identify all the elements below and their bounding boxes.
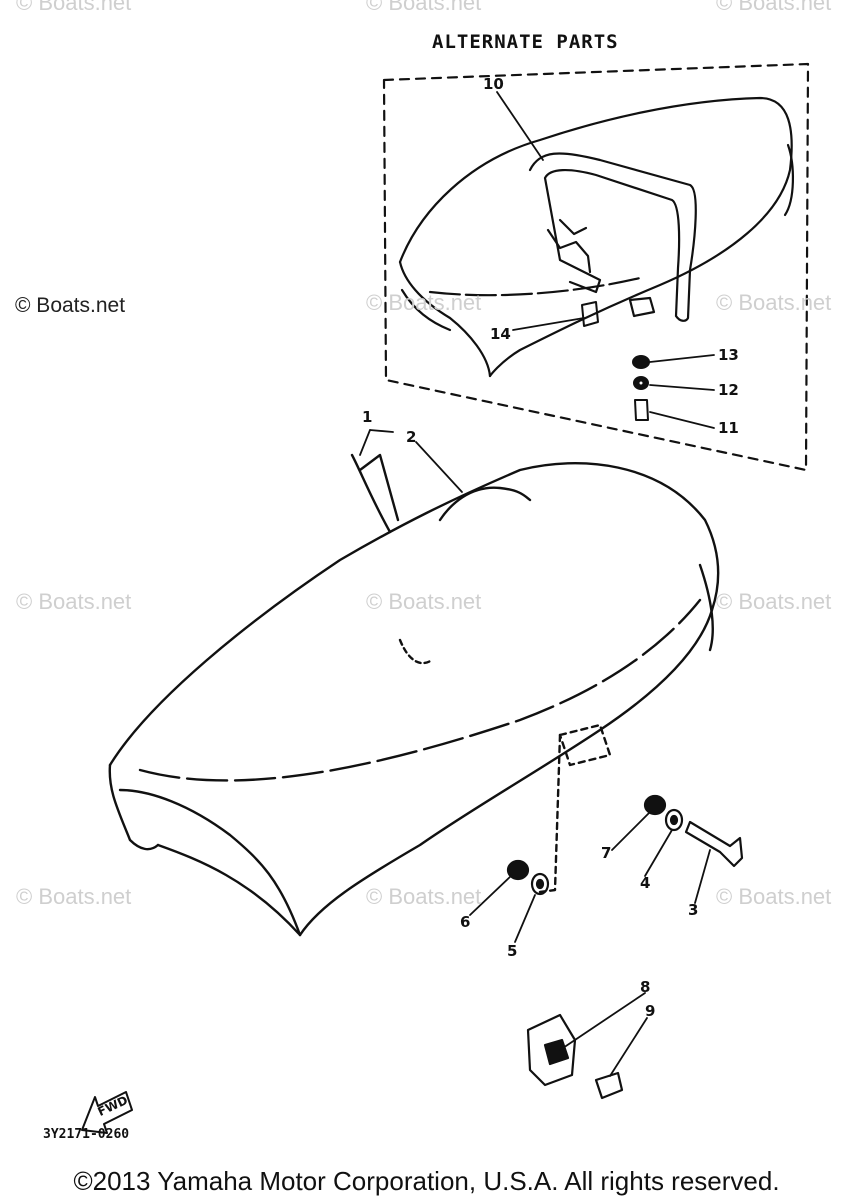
callout-6: 6 (460, 913, 471, 931)
alternate-seat (398, 96, 795, 378)
alternate-parts-box (382, 62, 810, 472)
watermark-row2-left: © Boats.net (16, 589, 132, 614)
callout-3: 3 (688, 901, 699, 919)
callout-1: 1 (362, 408, 373, 426)
callout-7: 7 (601, 844, 612, 862)
callout-5: 5 (507, 942, 518, 960)
callout-4: 4 (640, 874, 651, 892)
watermark-row2-center: © Boats.net (366, 589, 482, 614)
watermark-mid-center: © Boats.net (366, 290, 482, 315)
callout-8: 8 (640, 978, 651, 996)
watermark-row2-right: © Boats.net (716, 589, 832, 614)
alternate-parts-title: ALTERNATE PARTS (432, 31, 619, 53)
diagram-code: 3Y2171-0260 (43, 1127, 130, 1142)
callout-2: 2 (406, 428, 417, 446)
watermark-row3-left: © Boats.net (16, 884, 132, 909)
fwd-arrow-icon (81, 1091, 133, 1134)
watermark-top-right: © Boats.net (716, 0, 832, 15)
callout-14: 14 (490, 325, 511, 343)
alternate-hardware (581, 301, 650, 421)
copyright-notice: ©2013 Yamaha Motor Corporation, U.S.A. A… (73, 1166, 780, 1196)
watermark-top-center: © Boats.net (366, 0, 482, 15)
callout-13: 13 (718, 346, 739, 364)
watermark-dark: © Boats.net (15, 294, 126, 317)
watermark-mid-right: © Boats.net (716, 290, 832, 315)
main-seat (108, 453, 720, 937)
seat-hardware (506, 794, 744, 896)
watermark-top-left: © Boats.net (16, 0, 132, 15)
callout-12: 12 (718, 381, 739, 399)
seat-lock-bracket (526, 1013, 624, 1100)
watermark-row3-right: © Boats.net (716, 884, 832, 909)
callout-11: 11 (718, 419, 739, 437)
leader-lines (359, 91, 715, 1077)
watermark-row3-center: © Boats.net (366, 884, 482, 909)
callout-10: 10 (483, 75, 504, 93)
callout-9: 9 (645, 1002, 656, 1020)
